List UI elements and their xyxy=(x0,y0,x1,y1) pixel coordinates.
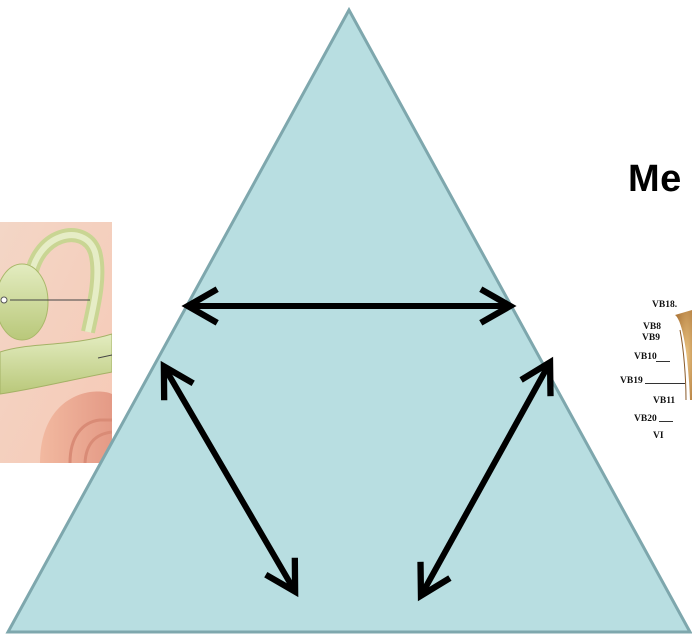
acupoint-label: VB18. xyxy=(652,300,677,310)
acupoint-label: VB20 xyxy=(634,414,657,424)
acupoint-label: VB19 xyxy=(620,376,643,386)
acupoint-label: VB8 xyxy=(643,322,661,332)
acupoint-head-diagram: VB18. VB8 VB9 VB10 VB19 VB11 VB20 VI xyxy=(620,290,692,450)
acupoint-pointer-line xyxy=(645,383,685,384)
acupoint-label: VI xyxy=(653,431,664,441)
acupoint-pointer-line xyxy=(656,361,670,362)
acupoint-label: VB9 xyxy=(642,333,660,343)
acupoint-label: VB11 xyxy=(653,396,675,406)
slide-heading: Me xyxy=(628,158,682,201)
triangle-shape xyxy=(8,10,690,632)
acupoint-label: VB10 xyxy=(634,352,657,362)
acupoint-pointer-line xyxy=(659,421,673,422)
